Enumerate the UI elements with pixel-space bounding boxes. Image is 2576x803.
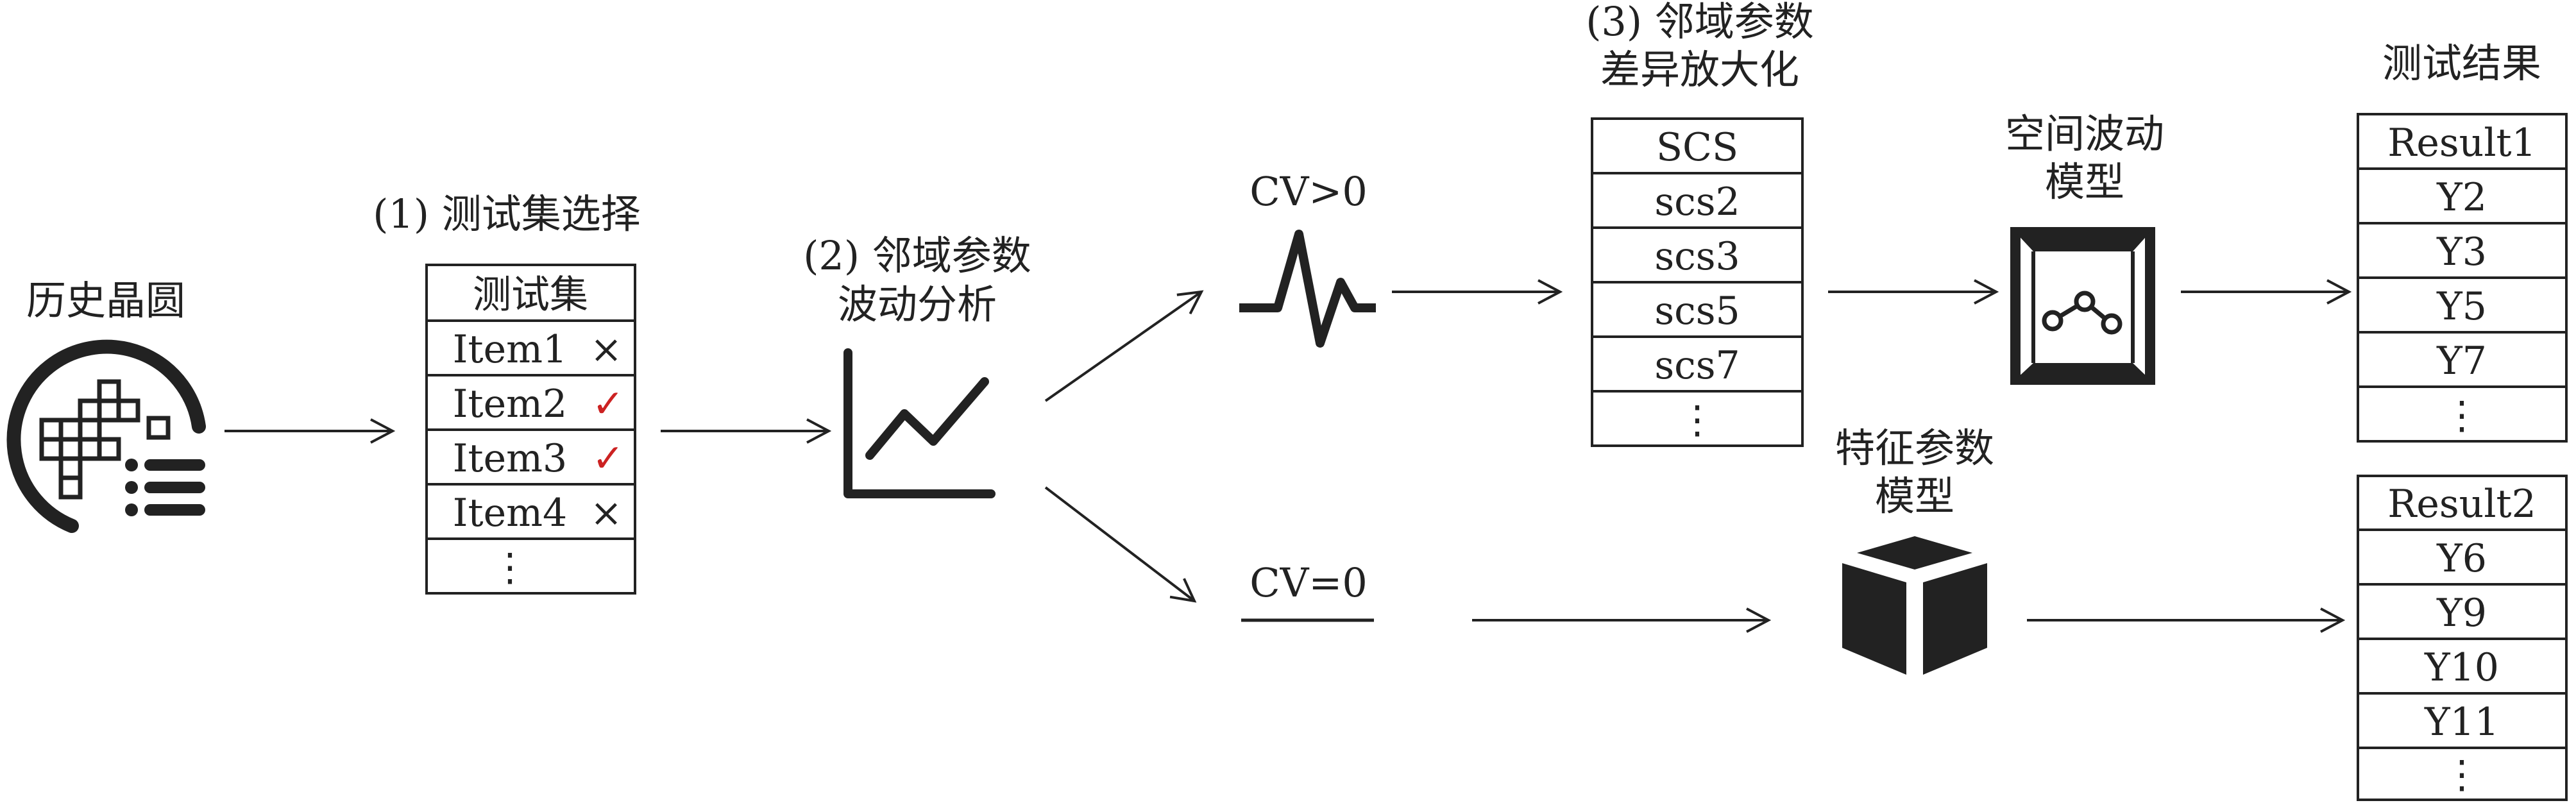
testset-item-name: Item4 [453,491,567,536]
result1-cell: Y7 [2436,339,2487,384]
result1-table [2357,113,2568,443]
testset-item-mark-check: ✓ [592,436,624,481]
step3-label-line1: (3) 邻域参数 [1586,0,1814,45]
result2-cell: Y11 [2424,700,2499,745]
testset-row: Item3 ✓ [453,436,624,481]
result2-table [2357,475,2568,801]
line-chart-icon [843,348,996,498]
result1-cell: Y3 [2436,230,2487,275]
results-title: 测试结果 [2382,40,2541,87]
arrow-analysis-to-cv-positive [1044,292,1201,402]
step2-label-line1: (2) 邻域参数 [803,232,1031,279]
scs-table-cell: SCS [1656,125,1738,170]
testset-header: 测试集 [473,273,588,317]
testset-item-name: Item3 [453,436,567,481]
pulse-icon [1239,230,1376,348]
testset-item-name: Item2 [453,382,567,427]
result1-cell: Y5 [2436,284,2487,329]
step1-label: (1) 测试集选择 [373,190,641,237]
wafer-icon [6,339,206,533]
testset-item-mark-cross: × [590,327,622,372]
testset-row: Item2 ✓ [453,382,624,427]
testset-more-ellipsis: ⋮ [491,545,529,590]
scs-table-cell: scs5 [1654,289,1740,334]
scs-table-cell: scs3 [1654,234,1740,279]
feature-model-label-line2: 模型 [1875,473,1954,520]
testset-item-mark-check: ✓ [592,382,624,427]
feature-model-label-line1: 特征参数 [1835,425,1994,471]
step2-label-line2: 波动分析 [838,281,997,328]
spatial-model-label-line2: 模型 [2045,158,2124,205]
scs-table-cell: scs2 [1654,180,1740,224]
result2-cell: Y9 [2436,591,2487,636]
result1-more-ellipsis: ⋮ [2443,393,2481,438]
result2-cell: Result2 [2387,482,2536,527]
scs-table-more-ellipsis: ⋮ [1678,398,1716,443]
testset-row: Item4 × [453,491,622,536]
spatial-model-box-icon [2010,227,2155,385]
scs-table-cell: scs7 [1654,343,1740,388]
cv-zero-label: CV=0 [1250,559,1368,606]
result2-more-ellipsis: ⋮ [2443,752,2481,797]
scs-table [1591,117,1804,447]
arrow-analysis-to-cv-zero [1044,486,1194,601]
testset-item-mark-cross: × [590,491,622,536]
testset-row: Item1 × [453,327,622,372]
result1-cell: Result1 [2387,121,2536,165]
step3-label-line2: 差异放大化 [1600,46,1799,93]
result2-cell: Y6 [2436,536,2487,581]
result1-cell: Y2 [2436,175,2487,220]
cv-positive-label: CV>0 [1250,168,1368,215]
spatial-model-label-line1: 空间波动 [2005,110,2164,157]
testset-item-name: Item1 [453,327,567,372]
wafer-label: 历史晶圆 [26,277,185,324]
cube-icon [1842,536,1987,675]
testset-table [425,264,636,595]
result2-cell: Y10 [2424,645,2499,690]
